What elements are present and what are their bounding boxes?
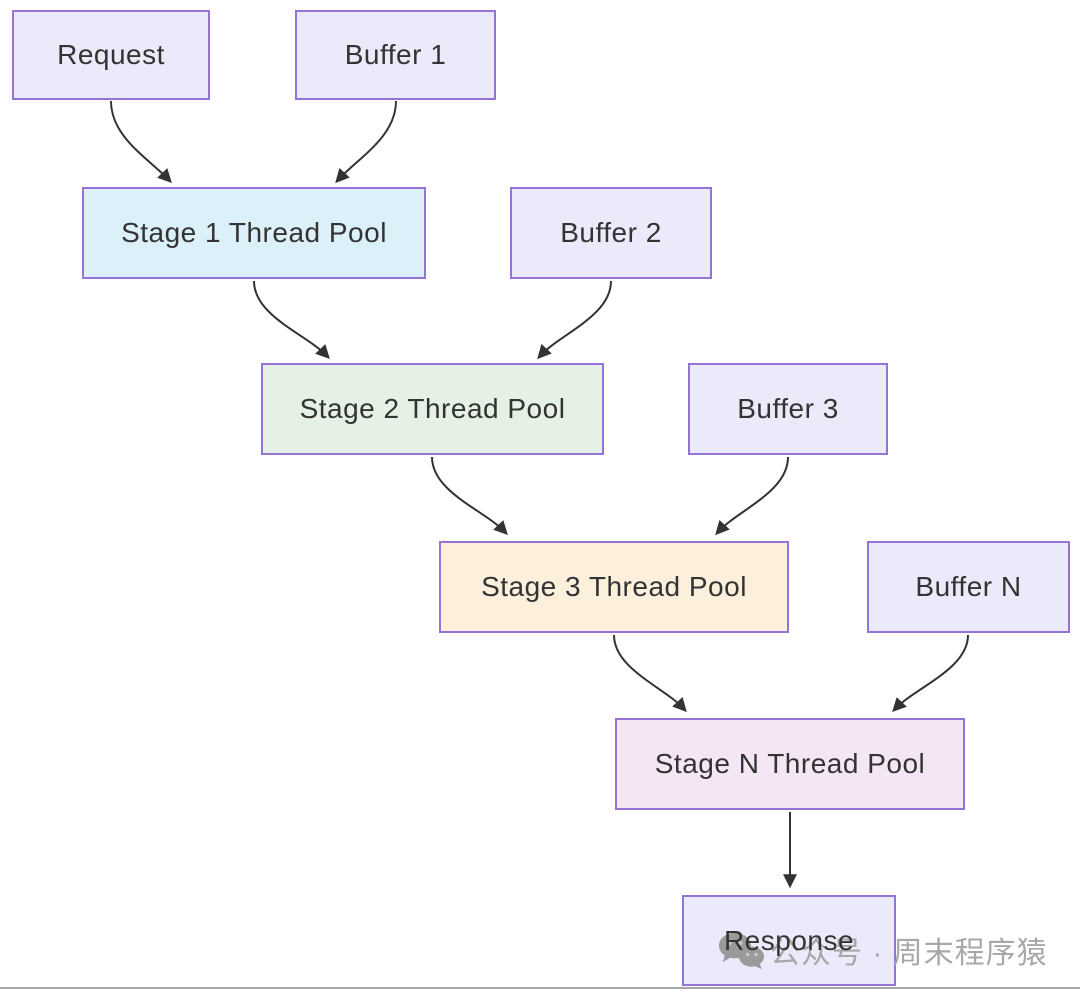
node-buffer3: Buffer 3 bbox=[688, 363, 888, 455]
node-response: Response bbox=[682, 895, 896, 986]
watermark: 公众号 · 周末程序猿 bbox=[718, 928, 1048, 972]
edge-buffer1-stage1 bbox=[335, 100, 397, 184]
node-label-buffer2: Buffer 2 bbox=[560, 217, 662, 248]
node-label-response: Response bbox=[723, 924, 855, 956]
edge-stage3-stageN bbox=[613, 634, 687, 713]
node-label-stageN: Stage N Thread Pool bbox=[654, 748, 926, 779]
node-buffer1: Buffer 1 bbox=[295, 10, 496, 100]
edge-buffer2-stage2 bbox=[537, 280, 612, 360]
edge-request-stage1 bbox=[110, 100, 172, 184]
node-bufferN: Buffer N bbox=[867, 541, 1070, 633]
node-label-buffer1: Buffer 1 bbox=[344, 39, 447, 70]
node-label-buffer3: Buffer 3 bbox=[737, 393, 839, 424]
node-request: Request bbox=[12, 10, 210, 100]
wechat-chat-bubbles-icon bbox=[719, 933, 764, 969]
node-label-stage2: Stage 2 Thread Pool bbox=[299, 393, 566, 424]
node-stage3: Stage 3 Thread Pool bbox=[439, 541, 789, 633]
node-stageN: Stage N Thread Pool bbox=[615, 718, 965, 810]
node-label-bufferN: Buffer N bbox=[915, 571, 1022, 602]
edge-stage2-stage3 bbox=[431, 456, 508, 536]
node-label-request: Request bbox=[57, 39, 165, 70]
screenshot-bottom-edge bbox=[0, 987, 1080, 989]
edge-bufferN-stageN bbox=[892, 634, 969, 713]
edge-buffer3-stage3 bbox=[715, 456, 789, 536]
node-stage1: Stage 1 Thread Pool bbox=[82, 187, 426, 279]
node-stage2: Stage 2 Thread Pool bbox=[261, 363, 604, 455]
node-buffer2: Buffer 2 bbox=[510, 187, 712, 279]
watermark-text: 公众号 · 周末程序猿 bbox=[770, 937, 1048, 970]
node-label-stage1: Stage 1 Thread Pool bbox=[121, 217, 387, 248]
edge-stage1-stage2 bbox=[253, 280, 330, 360]
node-label-stage3: Stage 3 Thread Pool bbox=[481, 571, 747, 602]
